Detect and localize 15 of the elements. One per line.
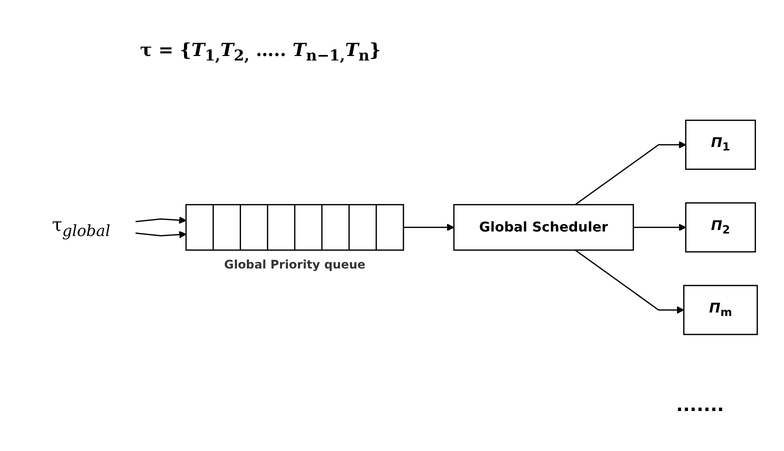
arrow: [633, 224, 686, 232]
task-set-label: τ$_{global}$: [52, 215, 110, 240]
arrow: [574, 141, 686, 206]
process-box: Global Scheduler: [453, 204, 634, 251]
arrow: [574, 250, 684, 314]
ellipsis-dots: .......: [676, 395, 724, 416]
priority-queue: [185, 204, 404, 251]
process-box: Π$_{m}$: [683, 284, 758, 336]
arrow: [403, 224, 454, 232]
set-formula: τ = {T$_{1,}$T$_{2,}$ ….. T$_{n−1,}$T$_{n}$}: [140, 40, 381, 65]
arrow: [135, 230, 186, 238]
process-box: Π$_{1}$: [685, 120, 756, 170]
process-box: Π$_{2}$: [685, 202, 756, 252]
arrow: [135, 216, 186, 224]
queue-caption: Global Priority queue: [224, 258, 366, 272]
